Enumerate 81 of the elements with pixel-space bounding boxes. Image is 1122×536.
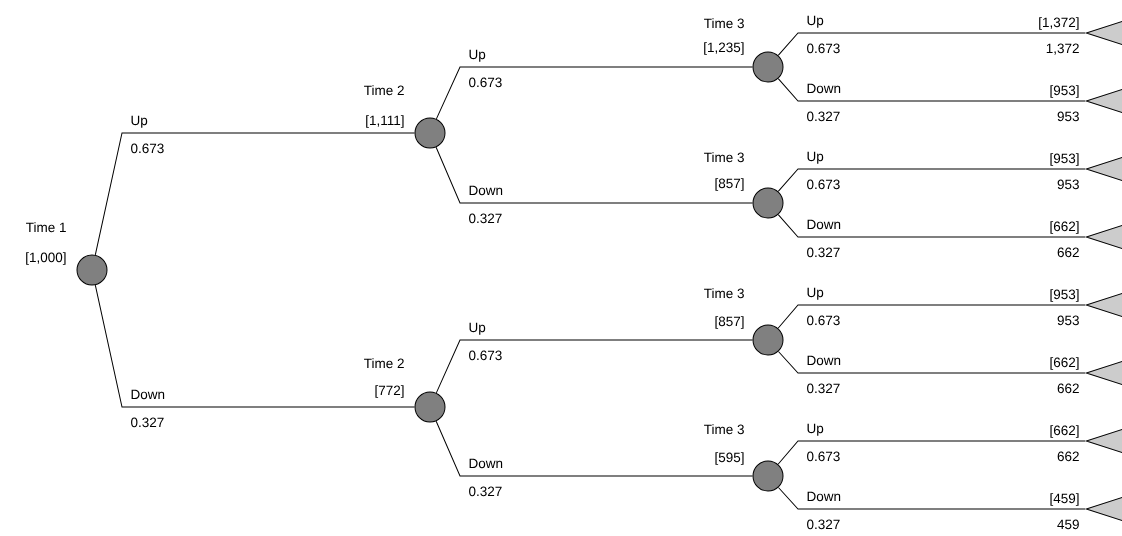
branch-label: Down	[807, 83, 841, 94]
chance-circle	[752, 51, 784, 83]
payoff-label: [662]	[1050, 357, 1079, 370]
node-label: [1,235]	[704, 42, 744, 55]
branch-line	[777, 214, 1086, 238]
payoff-label: 953	[1057, 111, 1079, 122]
payoff-label: 459	[1057, 519, 1079, 530]
end-triangle	[1085, 292, 1122, 318]
chance-circle	[752, 460, 784, 492]
chance-circle	[414, 117, 446, 149]
branch-label: Down	[807, 491, 841, 502]
branch-line	[94, 132, 415, 256]
payoff-label: 1,372	[1046, 43, 1079, 55]
branch-line	[435, 66, 753, 120]
payoff-label: [459]	[1050, 493, 1079, 506]
probability-label: 0.327	[807, 383, 840, 394]
chance-circle	[414, 391, 446, 423]
branch-label: Up	[807, 15, 824, 28]
payoff-label: 662	[1057, 247, 1079, 258]
node-label: [772]	[375, 385, 404, 398]
payoff-label: 953	[1057, 315, 1079, 326]
probability-label: 0.327	[807, 111, 840, 122]
branch-line	[435, 146, 753, 204]
probability-label: 0.327	[131, 417, 164, 428]
node-label: Time 3	[704, 424, 744, 435]
payoff-label: [662]	[1050, 221, 1079, 234]
branch-label: Down	[807, 219, 841, 230]
end-triangle	[1085, 224, 1122, 250]
payoff-label: [953]	[1050, 153, 1079, 166]
payoff-label: [1,372]	[1039, 17, 1079, 30]
branch-label: Down	[807, 355, 841, 366]
branch-line	[777, 440, 1086, 465]
branch-label: Up	[131, 115, 148, 128]
branch-line	[94, 284, 415, 408]
end-triangle	[1085, 360, 1122, 386]
probability-label: 0.327	[807, 247, 840, 258]
end-triangle	[1085, 428, 1122, 454]
end-triangle	[1085, 88, 1122, 114]
payoff-label: [953]	[1050, 85, 1079, 98]
branch-label: Down	[469, 458, 503, 469]
branch-line	[777, 168, 1086, 192]
payoff-label: 953	[1057, 179, 1079, 190]
node-label: [857]	[715, 316, 744, 329]
end-triangle	[1085, 496, 1122, 522]
payoff-label: 662	[1057, 451, 1079, 462]
chance-circle	[752, 187, 784, 219]
node-label: [1,000]	[26, 252, 66, 265]
branch-line	[777, 350, 1086, 374]
branch-label: Up	[807, 151, 824, 164]
node-label: Time 1	[26, 222, 66, 233]
branch-line	[777, 487, 1086, 510]
branch-label: Down	[131, 389, 165, 400]
branch-line	[777, 304, 1086, 329]
branch-label: Up	[469, 49, 486, 62]
node-label: [1,111]	[366, 115, 404, 128]
node-label: Time 3	[704, 288, 744, 299]
node-label: Time 3	[704, 18, 744, 29]
end-triangle	[1085, 20, 1122, 46]
node-label: [857]	[715, 178, 744, 191]
end-triangle	[1085, 156, 1122, 182]
chance-circle	[752, 324, 784, 356]
probability-label: 0.327	[807, 519, 840, 530]
payoff-label: [662]	[1050, 425, 1079, 438]
node-label: [595]	[715, 452, 744, 465]
chance-circle	[76, 254, 108, 286]
branch-label: Up	[807, 423, 824, 436]
branch-line	[435, 420, 753, 477]
branch-label: Up	[469, 322, 486, 335]
probability-label: 0.673	[131, 143, 164, 154]
branch-label: Down	[469, 185, 503, 196]
node-label: Time 2	[364, 85, 404, 96]
branch-line	[777, 32, 1086, 56]
branch-line	[435, 339, 753, 394]
payoff-label: [953]	[1050, 289, 1079, 302]
probability-label: 0.327	[469, 213, 502, 224]
payoff-label: 662	[1057, 383, 1079, 394]
branch-label: Up	[807, 287, 824, 300]
probability-label: 0.327	[469, 486, 502, 497]
node-label: Time 2	[364, 358, 404, 369]
node-label: Time 3	[704, 152, 744, 163]
branch-line	[777, 78, 1086, 102]
